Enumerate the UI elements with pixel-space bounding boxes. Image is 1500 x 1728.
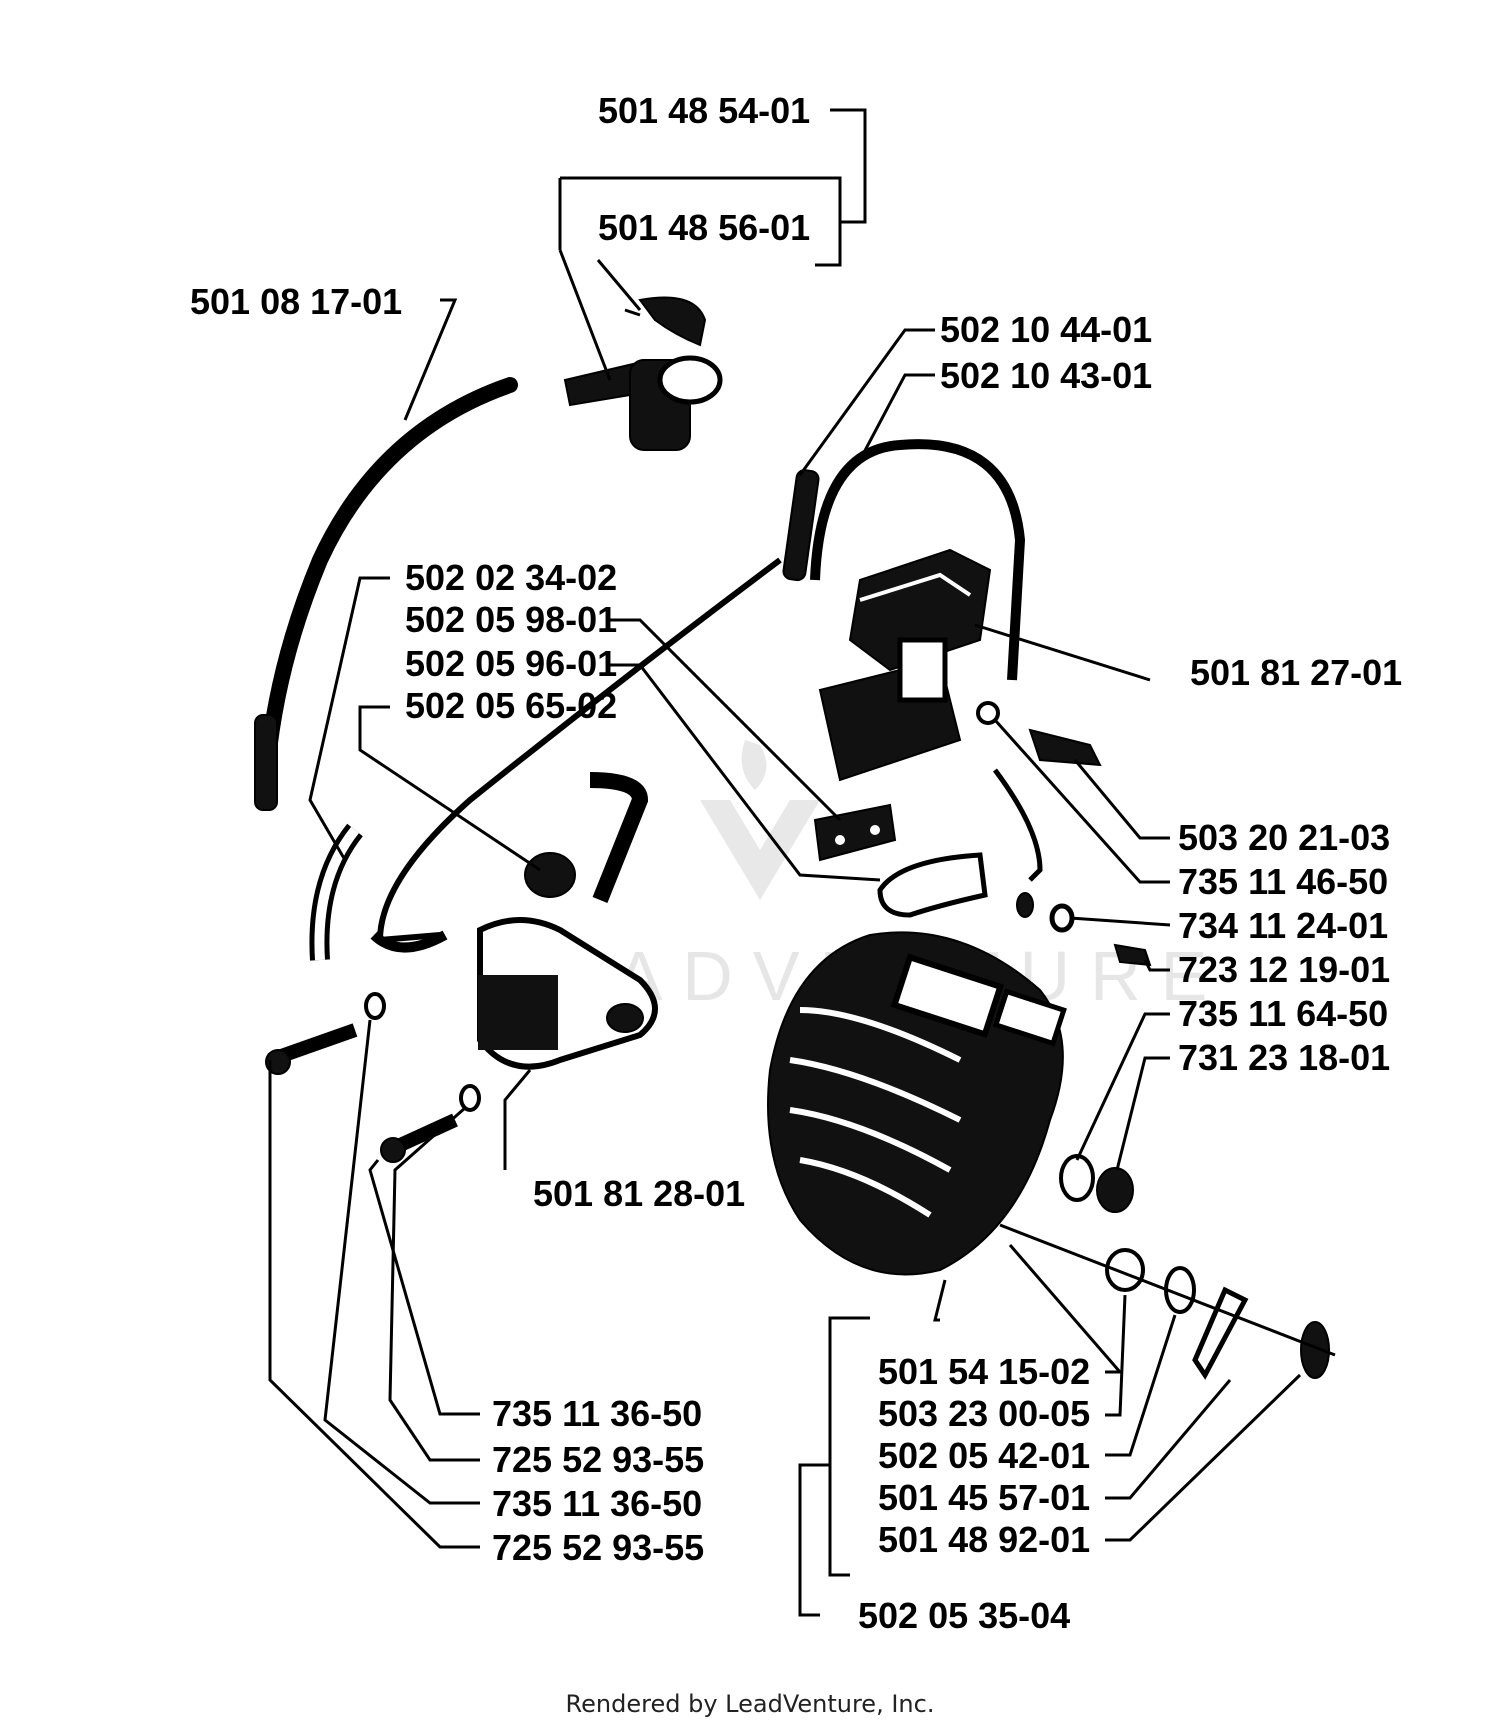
left-screws-part bbox=[265, 992, 481, 1163]
leader-lines bbox=[268, 108, 1302, 1617]
coil-part bbox=[477, 917, 658, 1070]
bracket-part bbox=[877, 768, 1043, 918]
part-label: 502 05 42-01 bbox=[878, 1435, 1090, 1476]
part-label: 731 23 18-01 bbox=[1178, 1037, 1390, 1078]
part-labels: 501 48 54-01 501 48 56-01 501 08 17-01 5… bbox=[190, 90, 1402, 1636]
part-label: 725 52 93-55 bbox=[492, 1439, 704, 1480]
part-label: 502 05 65-02 bbox=[405, 685, 617, 726]
spark-cap-part bbox=[524, 772, 649, 903]
part-label: 734 11 24-01 bbox=[1178, 905, 1388, 946]
right-hardware-parts bbox=[999, 1154, 1336, 1380]
footer-credit: Rendered by LeadVenture, Inc. bbox=[565, 1690, 935, 1718]
ignition-module-part bbox=[818, 548, 1102, 782]
part-label: 501 48 54-01 bbox=[598, 90, 810, 131]
part-label: 502 10 44-01 bbox=[940, 309, 1152, 350]
part-label: 501 48 92-01 bbox=[878, 1519, 1090, 1560]
flywheel-part bbox=[767, 931, 1067, 1276]
part-label: 501 48 56-01 bbox=[598, 207, 810, 248]
part-label: 502 05 98-01 bbox=[405, 599, 617, 640]
part-label: 502 05 96-01 bbox=[405, 643, 617, 684]
part-label: 502 05 35-04 bbox=[858, 1595, 1070, 1636]
part-label: 501 45 57-01 bbox=[878, 1477, 1090, 1518]
part-label: 735 11 46-50 bbox=[1178, 861, 1388, 902]
switch-part bbox=[563, 296, 723, 451]
tube-part bbox=[254, 377, 518, 811]
part-label: 501 54 15-02 bbox=[878, 1351, 1090, 1392]
part-label: 503 20 21-03 bbox=[1178, 817, 1390, 858]
part-label: 735 11 36-50 bbox=[492, 1393, 702, 1434]
part-label: 723 12 19-01 bbox=[1178, 949, 1390, 990]
ignition-wire-part bbox=[370, 439, 1026, 953]
part-label: 502 10 43-01 bbox=[940, 355, 1152, 396]
part-label: 501 81 27-01 bbox=[1190, 652, 1402, 693]
hose-part bbox=[309, 823, 363, 961]
part-label: 501 08 17-01 bbox=[190, 281, 402, 322]
part-label: 502 02 34-02 bbox=[405, 557, 617, 598]
part-label: 725 52 93-55 bbox=[492, 1527, 704, 1568]
part-label: 501 81 28-01 bbox=[533, 1173, 745, 1214]
part-label: 735 11 64-50 bbox=[1178, 993, 1388, 1034]
part-label: 735 11 36-50 bbox=[492, 1483, 702, 1524]
part-label: 503 23 00-05 bbox=[878, 1393, 1090, 1434]
terminal-block-part bbox=[813, 803, 897, 862]
